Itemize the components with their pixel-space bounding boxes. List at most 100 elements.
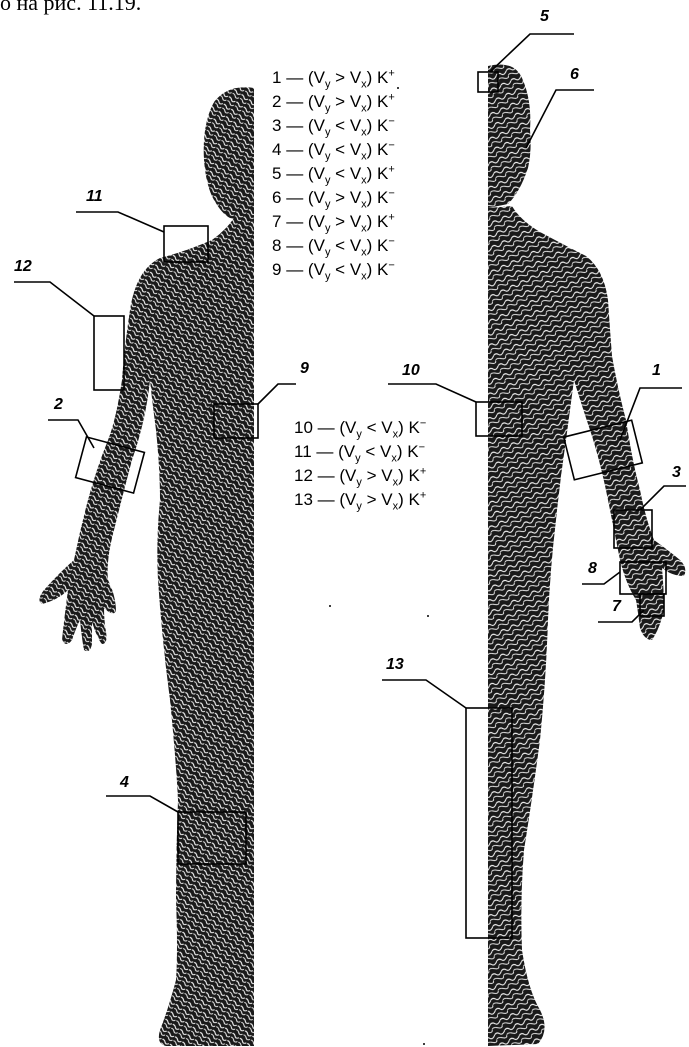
- legend-row: 3 — (Vy < Vx) K−: [272, 114, 395, 138]
- legend-close: ): [398, 466, 408, 485]
- legend-sign: <: [362, 418, 381, 437]
- legend-num: 11: [294, 442, 316, 461]
- legend-k: K: [377, 92, 388, 111]
- leader-9: [258, 384, 296, 404]
- legend-v1: V: [314, 188, 325, 207]
- legend-sign: <: [361, 442, 380, 461]
- leader-4: [106, 796, 178, 812]
- legend-k-sign: −: [420, 417, 426, 429]
- legend-v1: V: [345, 490, 356, 509]
- legend-dash: —: [318, 418, 340, 437]
- legend-v2: V: [380, 442, 391, 461]
- callout-1: 1: [652, 362, 661, 380]
- legend-k-sign: +: [388, 91, 394, 103]
- legend-num: 9: [272, 260, 286, 279]
- legend-dash: —: [286, 68, 308, 87]
- legend-dash: —: [318, 466, 340, 485]
- legend-k: K: [409, 490, 420, 509]
- legend-k: K: [377, 236, 388, 255]
- callout-13: 13: [386, 656, 404, 674]
- legend-v2: V: [350, 188, 361, 207]
- legend-num: 10: [294, 418, 318, 437]
- legend-row: 11 — (Vy < Vx) K−: [294, 440, 426, 464]
- legend-close: ): [367, 116, 377, 135]
- legend-v1: V: [344, 442, 355, 461]
- callout-3: 3: [672, 464, 681, 482]
- legend-sign: <: [330, 164, 349, 183]
- legend-k-sign: +: [388, 163, 394, 175]
- legend-v1: V: [345, 418, 356, 437]
- legend-k-sign: +: [388, 211, 394, 223]
- legend-close: ): [367, 212, 377, 231]
- legend-v2: V: [350, 68, 361, 87]
- legend-dash: —: [286, 260, 308, 279]
- legend-v2: V: [350, 140, 361, 159]
- leader-2: [48, 420, 94, 448]
- legend-v1: V: [314, 116, 325, 135]
- legend-v2: V: [381, 466, 392, 485]
- legend-num: 3: [272, 116, 286, 135]
- legend-num: 8: [272, 236, 286, 255]
- legend-v2: V: [350, 236, 361, 255]
- legend-num: 7: [272, 212, 286, 231]
- legend-close: ): [367, 68, 377, 87]
- callout-2: 2: [54, 396, 63, 414]
- legend-close: ): [398, 490, 408, 509]
- back-body: [488, 206, 685, 1046]
- legend-v1: V: [314, 260, 325, 279]
- front-head: [204, 87, 254, 222]
- legend-close: ): [398, 418, 408, 437]
- legend-k: K: [377, 212, 388, 231]
- legend-k-sign: −: [388, 139, 394, 151]
- legend-v1: V: [345, 466, 356, 485]
- legend-v2: V: [350, 116, 361, 135]
- legend-sign: >: [330, 188, 349, 207]
- front-body: [39, 218, 254, 1046]
- legend-v1: V: [314, 212, 325, 231]
- legend-sign: <: [330, 260, 349, 279]
- legend-close: ): [367, 92, 377, 111]
- legend-dash: —: [286, 236, 308, 255]
- callout-7: 7: [612, 598, 621, 616]
- legend-sign: >: [330, 92, 349, 111]
- legend-num: 4: [272, 140, 286, 159]
- legend-row: 5 — (Vy < Vx) K+: [272, 162, 395, 186]
- legend-num: 6: [272, 188, 286, 207]
- legend-close: ): [367, 188, 377, 207]
- legend-num: 1: [272, 68, 286, 87]
- legend-sign: >: [362, 466, 381, 485]
- legend-k: K: [409, 466, 420, 485]
- legend-v2: V: [350, 92, 361, 111]
- legend-sign: <: [330, 140, 349, 159]
- legend-row: 12 — (Vy > Vx) K+: [294, 464, 426, 488]
- legend-row: 9 — (Vy < Vx) K−: [272, 258, 395, 282]
- legend-dash: —: [286, 188, 308, 207]
- legend-k: K: [377, 188, 388, 207]
- legend-v2: V: [381, 490, 392, 509]
- legend-top: 1 — (Vy > Vx) K+2 — (Vy > Vx) K+3 — (Vy …: [272, 66, 395, 282]
- legend-close: ): [397, 442, 407, 461]
- leader-7: [598, 610, 644, 622]
- legend-k-sign: −: [388, 235, 394, 247]
- legend-dash: —: [286, 92, 308, 111]
- legend-row: 6 — (Vy > Vx) K−: [272, 186, 395, 210]
- legend-row: 13 — (Vy > Vx) K+: [294, 488, 426, 512]
- legend-row: 4 — (Vy < Vx) K−: [272, 138, 395, 162]
- legend-v1: V: [314, 164, 325, 183]
- legend-k: K: [377, 164, 388, 183]
- front-figure: [39, 87, 254, 1046]
- legend-close: ): [367, 140, 377, 159]
- callout-8: 8: [588, 560, 597, 578]
- callout-11: 11: [86, 188, 103, 206]
- legend-k: K: [377, 260, 388, 279]
- legend-v2: V: [350, 212, 361, 231]
- callout-4: 4: [120, 774, 129, 792]
- legend-sign: <: [330, 236, 349, 255]
- legend-v2: V: [381, 418, 392, 437]
- legend-close: ): [367, 164, 377, 183]
- legend-k: K: [377, 140, 388, 159]
- legend-bottom: 10 — (Vy < Vx) K−11 — (Vy < Vx) K−12 — (…: [294, 416, 426, 512]
- legend-v1: V: [314, 92, 325, 111]
- back-figure: [488, 65, 685, 1047]
- legend-row: 8 — (Vy < Vx) K−: [272, 234, 395, 258]
